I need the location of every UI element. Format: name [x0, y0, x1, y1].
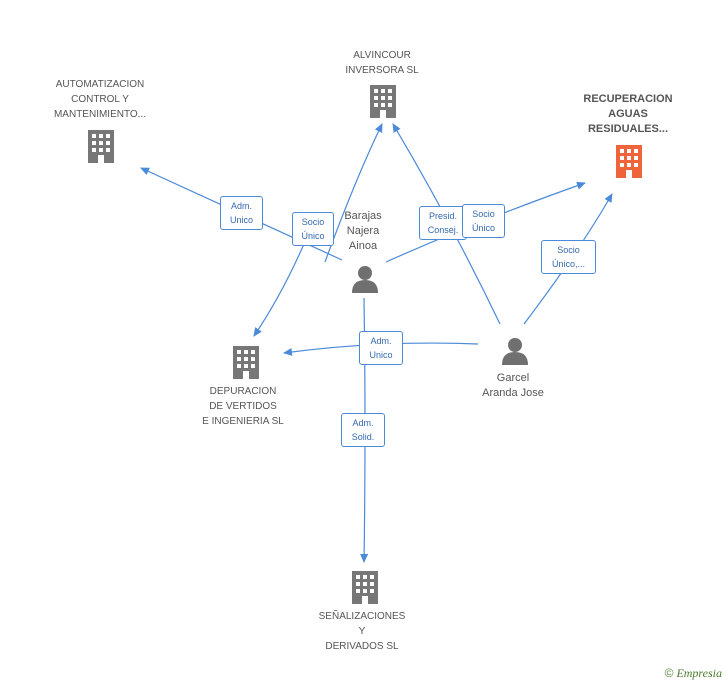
node-label-automatizacion[interactable]: AUTOMATIZACION CONTROL Y MANTENIMIENTO..… [53, 79, 147, 120]
building-icon[interactable] [370, 85, 396, 118]
edge-label-adm-unico[interactable]: Adm. Unico [220, 196, 263, 230]
edge-label-socio-unico-3[interactable]: Socio Único,... [541, 240, 596, 274]
copyright-icon: © [664, 666, 674, 680]
person-icon[interactable] [502, 338, 528, 365]
person-icon[interactable] [352, 266, 378, 293]
node-label-depuracion[interactable]: DEPURACION DE VERTIDOS E INGENIERIA SL [202, 386, 284, 427]
node-label-garcel[interactable]: Garcel Aranda Jose [482, 372, 544, 399]
edge-label-adm-solid[interactable]: Adm. Solid. [341, 413, 385, 447]
brand-logo[interactable]: Empresia [676, 666, 722, 680]
edge-label-adm-unico-2[interactable]: Adm. Unico [359, 331, 403, 365]
building-icon-focus[interactable] [616, 145, 642, 178]
node-label-alvincour[interactable]: ALVINCOUR INVERSORA SL [345, 50, 419, 76]
node-label-barajas[interactable]: Barajas Najera Ainoa [344, 210, 382, 252]
building-icon[interactable] [352, 571, 378, 604]
edge-label-socio-unico[interactable]: Socio Único [292, 212, 334, 246]
building-icon[interactable] [233, 346, 259, 379]
building-icon[interactable] [88, 130, 114, 163]
edge-label-socio-unico-2[interactable]: Socio Único [462, 204, 505, 238]
footer-credit: ©Empresia [665, 666, 722, 681]
node-label-recuperacion[interactable]: RECUPERACION AGUAS RESIDUALES... [583, 93, 673, 135]
node-label-senalizaciones[interactable]: SEÑALIZACIONES Y DERIVADOS SL [318, 611, 406, 652]
edge-label-presid-consej[interactable]: Presid. Consej. [419, 206, 467, 240]
